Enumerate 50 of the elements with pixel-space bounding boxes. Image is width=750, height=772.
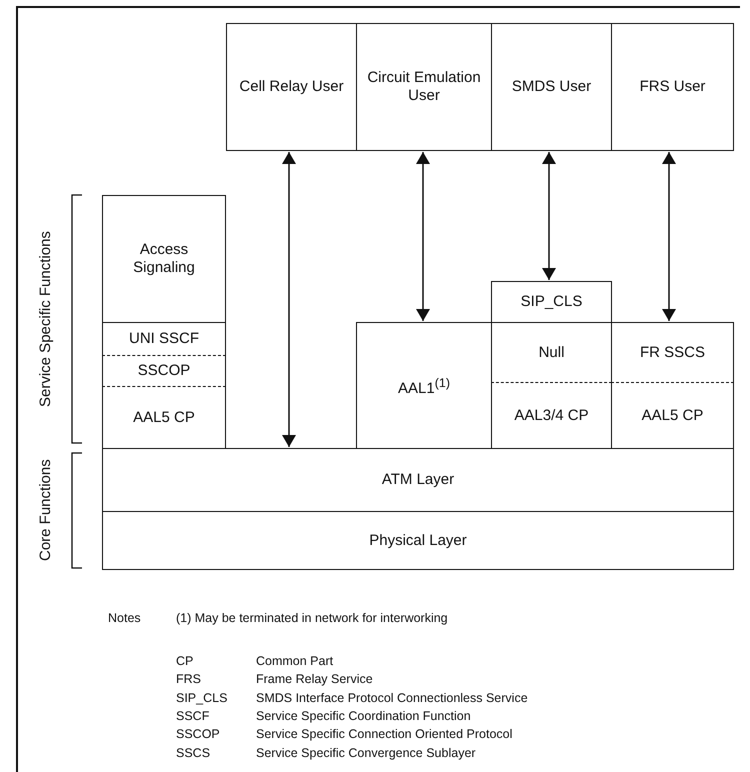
layer-name: SMDS User <box>512 78 592 96</box>
layer-name: FRS User <box>640 78 706 96</box>
layer-name: AAL3/4 CP <box>514 406 589 424</box>
layer-name: Null <box>538 344 564 362</box>
abbreviation-definition: Service Specific Convergence Sublayer <box>256 746 476 760</box>
layer-name: Access Signaling <box>132 241 196 277</box>
user-box <box>491 23 612 151</box>
layer-name: AAL5 CP <box>642 406 704 424</box>
layer-name: AAL1$^{(1)}$ <box>398 374 450 398</box>
double-arrow <box>416 152 430 321</box>
abbreviation: SSCS <box>176 746 210 760</box>
sublayer-box <box>102 386 226 449</box>
abbreviation: SIP_CLS <box>176 690 228 706</box>
sublayer-box <box>611 322 734 383</box>
user-box <box>226 23 357 151</box>
sublayer-box <box>102 355 226 387</box>
layer-box <box>356 322 492 449</box>
user-box <box>611 23 734 151</box>
layer-box <box>102 511 734 570</box>
layer-name: AAL5 CP <box>133 408 195 426</box>
layer-box <box>102 195 226 323</box>
sublayer-box <box>102 322 226 356</box>
side-label: Service Specific Functions <box>36 230 55 409</box>
layer-name: ATM Layer <box>382 471 454 489</box>
abbreviation: SSCF <box>176 708 210 724</box>
user-box <box>356 23 492 151</box>
double-arrow <box>282 152 296 447</box>
layer-name: UNI SSCF <box>128 330 199 348</box>
abbreviation-definition: Common Part <box>256 654 334 669</box>
layer-name: SSCOP <box>138 362 190 380</box>
abbreviation: CP <box>176 654 194 669</box>
abbreviation-definition: Service Specific Coordination Function <box>256 708 471 724</box>
layer-name: Circuit Emulation User <box>366 69 482 105</box>
double-arrow <box>662 152 676 321</box>
layer-box <box>102 448 734 512</box>
layer-name: Cell Relay User <box>239 78 344 96</box>
sublayer-box <box>491 281 612 323</box>
footnote: (1) May be terminated in network for interworking <box>176 611 448 626</box>
abbreviation-definition: SMDS Interface Protocol Connectionless Service <box>256 690 528 706</box>
layer-name: SIP_CLS <box>520 293 582 311</box>
sublayer-box <box>611 382 734 449</box>
side-label: Core Functions <box>36 458 55 564</box>
abbreviation: SSCOP <box>176 727 220 742</box>
abbreviation-definition: Frame Relay Service <box>256 672 373 688</box>
note-heading: Notes <box>108 611 141 626</box>
layer-name: FR SSCS <box>640 344 705 362</box>
abbreviation-definition: Service Specific Connection Oriented Protocol <box>256 727 512 742</box>
double-arrow <box>542 152 556 280</box>
abbreviation: FRS <box>176 672 201 688</box>
layer-name: Physical Layer <box>369 532 467 550</box>
